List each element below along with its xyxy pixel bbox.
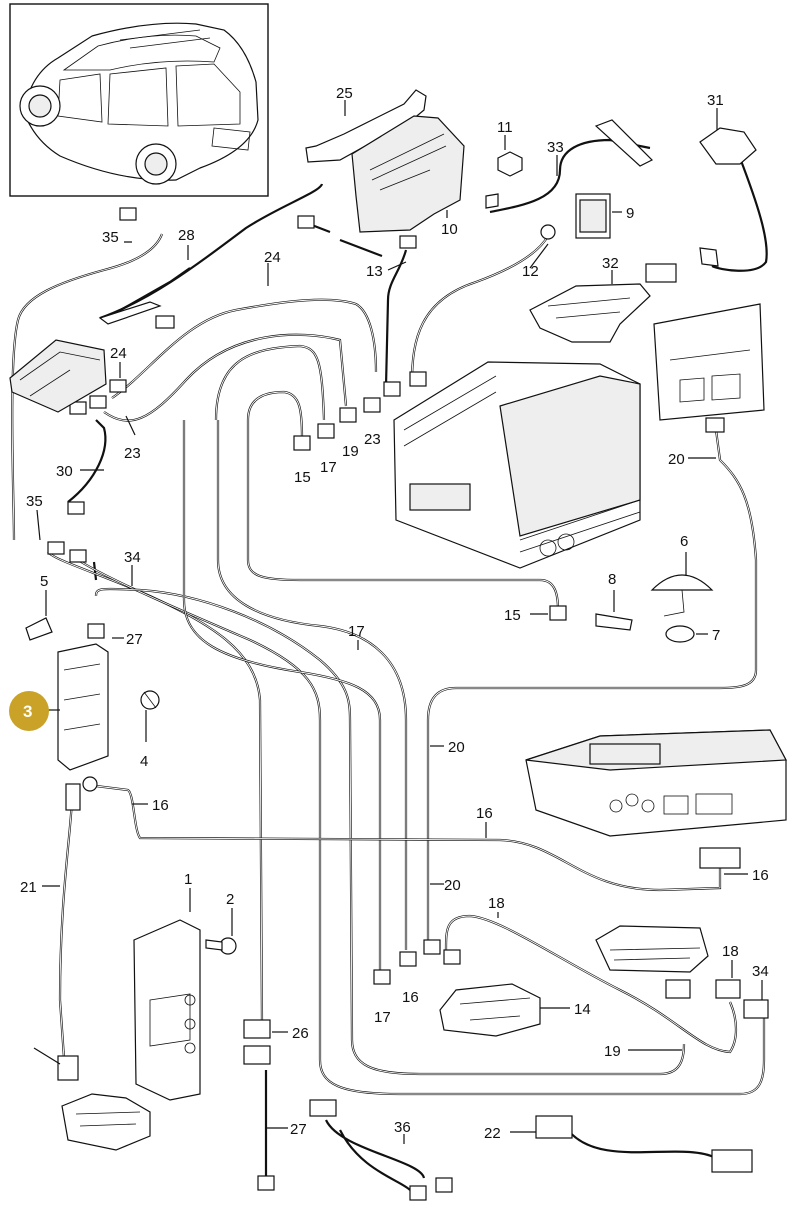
label-10: 10 (441, 221, 458, 238)
label-12: 12 (522, 263, 539, 280)
label-15-a: 15 (294, 469, 311, 486)
label-27-a: 27 (126, 631, 143, 648)
leader-lines (33, 100, 763, 1144)
label-34-a: 34 (124, 549, 141, 566)
label-32: 32 (602, 255, 619, 272)
label-16-c: 16 (476, 805, 493, 822)
highlight-label: 3 (23, 702, 32, 721)
label-23-a: 23 (124, 445, 141, 462)
label-25: 25 (336, 85, 353, 102)
label-31: 31 (707, 92, 724, 109)
label-33: 33 (547, 139, 564, 156)
label-16-d: 16 (402, 989, 419, 1006)
highlight-marker[interactable]: 3 (9, 691, 49, 731)
label-5: 5 (40, 573, 48, 590)
label-18-a: 18 (488, 895, 505, 912)
label-17-a: 17 (320, 459, 337, 476)
label-30: 30 (56, 463, 73, 480)
label-27-b: 27 (290, 1121, 307, 1138)
label-20-b: 20 (448, 739, 465, 756)
label-14: 14 (574, 1001, 591, 1018)
label-20-a: 20 (668, 451, 685, 468)
label-17-b: 17 (374, 1009, 391, 1026)
label-19-a: 19 (342, 443, 359, 460)
label-7: 7 (712, 627, 720, 644)
label-24-b: 24 (110, 345, 127, 362)
label-16-b: 16 (752, 867, 769, 884)
label-11: 11 (497, 119, 513, 136)
parts (9, 89, 787, 1151)
highlight-circle (9, 691, 49, 731)
label-34-b: 34 (752, 963, 769, 980)
label-9: 9 (626, 205, 634, 222)
label-18-b: 18 (722, 943, 739, 960)
label-35-b: 35 (26, 493, 43, 510)
label-36: 36 (394, 1119, 411, 1136)
label-22: 22 (484, 1125, 501, 1142)
label-6: 6 (680, 533, 688, 550)
label-15-b: 15 (504, 607, 521, 624)
label-20-c: 20 (444, 877, 461, 894)
connectors (47, 207, 769, 1201)
label-24-a: 24 (264, 249, 281, 266)
label-21: 21 (20, 879, 37, 896)
label-35-a: 35 (102, 229, 119, 246)
label-23-b: 23 (364, 431, 381, 448)
label-4: 4 (140, 753, 148, 770)
label-17-c: 17 (348, 623, 365, 640)
label-16-a: 16 (152, 797, 169, 814)
vehicle-inset (9, 3, 269, 197)
label-1: 1 (184, 871, 192, 888)
label-8: 8 (608, 571, 616, 588)
label-13: 13 (366, 263, 383, 280)
wiring-harness (11, 138, 768, 1191)
label-19-b: 19 (604, 1043, 621, 1060)
part-labels: 25 11 33 9 31 10 13 12 32 20 35 28 24 24… (20, 85, 769, 1142)
label-2: 2 (226, 891, 234, 908)
label-28: 28 (178, 227, 195, 244)
label-26: 26 (292, 1025, 309, 1042)
